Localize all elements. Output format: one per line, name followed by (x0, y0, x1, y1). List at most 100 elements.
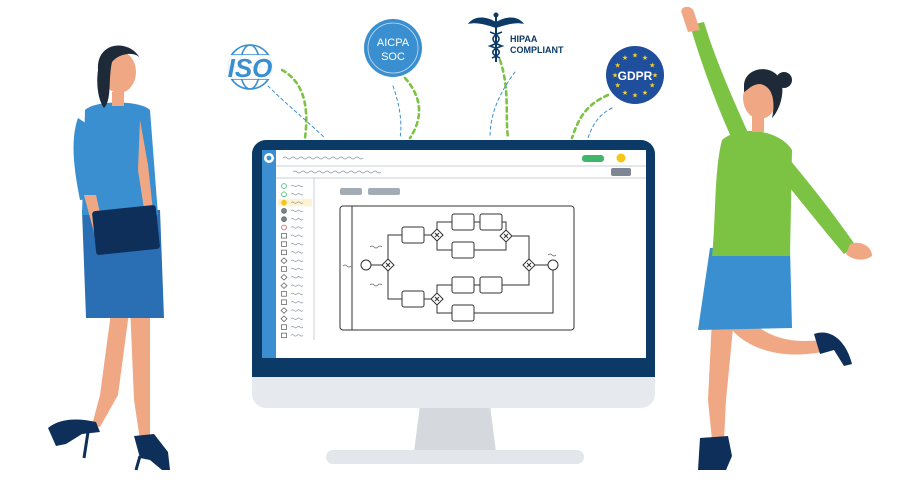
monitor-stand-base (326, 450, 584, 464)
screen-user-avatar[interactable] (616, 153, 626, 163)
task-box (401, 290, 425, 308)
gateway-marker (526, 262, 532, 268)
palette-item[interactable] (281, 241, 304, 247)
palette-item-icon (281, 191, 287, 198)
woman-left-top (82, 102, 158, 215)
woman-left (48, 45, 170, 471)
palette-item-label (290, 267, 304, 271)
diagram-pool (339, 205, 575, 331)
palette-item[interactable] (281, 224, 304, 231)
palette-item[interactable] (281, 332, 304, 339)
eu-star-icon: ★ (632, 52, 638, 60)
palette-item-icon (281, 233, 287, 239)
palette-item[interactable] (280, 315, 304, 323)
shoe (814, 332, 852, 366)
aicpa-soc-badge: AICPA SOC (364, 19, 422, 77)
eu-star-icon: ★ (615, 62, 621, 70)
palette-item-label (290, 292, 304, 295)
screen-sidebar-strip (262, 150, 276, 358)
palette-item-label (290, 209, 304, 212)
gateway-marker (503, 233, 509, 239)
palette-item-label (290, 276, 304, 279)
palette-item-icon (280, 315, 288, 323)
task-box (479, 276, 503, 294)
palette-item-icon (281, 299, 287, 305)
woman-left-hair (97, 45, 140, 108)
palette-item-label (290, 309, 304, 312)
screen-dark-button[interactable] (611, 168, 631, 176)
palette-item[interactable] (280, 307, 304, 314)
palette-item[interactable] (278, 199, 312, 207)
palette-item-label (290, 193, 304, 196)
iso-badge: ISO (219, 44, 281, 90)
palette-item[interactable] (281, 183, 304, 189)
shoe (134, 434, 170, 470)
screen-breadcrumb-squiggle (292, 170, 382, 174)
task-box (451, 241, 475, 259)
screen-tab-1[interactable] (340, 188, 362, 195)
palette-item-icon (281, 249, 287, 256)
task-box (451, 213, 475, 231)
eu-star-icon: ★ (642, 89, 648, 97)
palette-item-icon (281, 199, 287, 206)
eu-star-icon: ★ (622, 89, 628, 97)
palette-item[interactable] (281, 299, 304, 305)
badge-connectors (267, 58, 613, 140)
start-event (360, 259, 372, 271)
element-palette (278, 183, 312, 339)
palette-item[interactable] (280, 282, 304, 289)
eu-star-icon: ★ (649, 82, 655, 90)
eu-star-icon: ★ (642, 54, 648, 62)
palette-item[interactable] (281, 291, 304, 297)
eu-star-icon: ★ (612, 72, 618, 80)
palette-item[interactable] (280, 257, 304, 264)
palette-item-icon (281, 266, 287, 272)
folder (92, 205, 160, 255)
palette-item-icon (280, 274, 288, 281)
gateway-marker (385, 262, 391, 268)
compliant-label: COMPLIANT (510, 45, 564, 55)
palette-item-label (290, 301, 304, 304)
soc-label: SOC (381, 51, 405, 63)
palette-item-icon (281, 332, 287, 339)
hipaa-label: HIPAA (510, 34, 538, 44)
palette-item-icon (281, 324, 287, 330)
palette-item-label (290, 259, 304, 262)
end-event (547, 259, 559, 271)
task-box (479, 213, 503, 231)
palette-item-label (290, 317, 304, 320)
palette-item[interactable] (281, 191, 304, 198)
palette-item[interactable] (281, 324, 304, 330)
task-box (451, 304, 475, 322)
palette-item[interactable] (281, 233, 304, 239)
palette-item[interactable] (281, 266, 304, 272)
woman-right-hair (744, 69, 783, 118)
palette-item[interactable] (281, 216, 304, 223)
screen-green-button[interactable] (582, 155, 604, 162)
eu-star-icon: ★ (622, 54, 628, 62)
palette-item[interactable] (281, 208, 304, 214)
shoe (48, 419, 100, 446)
shoe (698, 436, 732, 470)
task-box (401, 226, 425, 244)
palette-item-icon (281, 241, 287, 247)
palette-item-label (290, 226, 304, 229)
eu-star-icon: ★ (632, 92, 638, 100)
raised-hand (681, 6, 700, 33)
palette-item-icon (281, 183, 287, 189)
gateway-marker (434, 232, 440, 238)
palette-item-label (290, 184, 304, 188)
palette-item[interactable] (280, 274, 304, 281)
eu-stars-icon: ★★★★★★★★★★★★ (612, 52, 658, 100)
woman-right-top (712, 130, 792, 256)
palette-item[interactable] (281, 249, 304, 256)
eu-star-icon: ★ (649, 62, 655, 70)
palette-item-icon (281, 216, 287, 223)
gdpr-badge: ★★★★★★★★★★★★ GDPR (606, 46, 664, 104)
palette-item-icon (281, 208, 287, 214)
gateway-marker (434, 296, 440, 302)
screen-tab-2[interactable] (368, 188, 400, 195)
screen-title-squiggle (282, 156, 364, 160)
palette-item-icon (281, 291, 287, 297)
